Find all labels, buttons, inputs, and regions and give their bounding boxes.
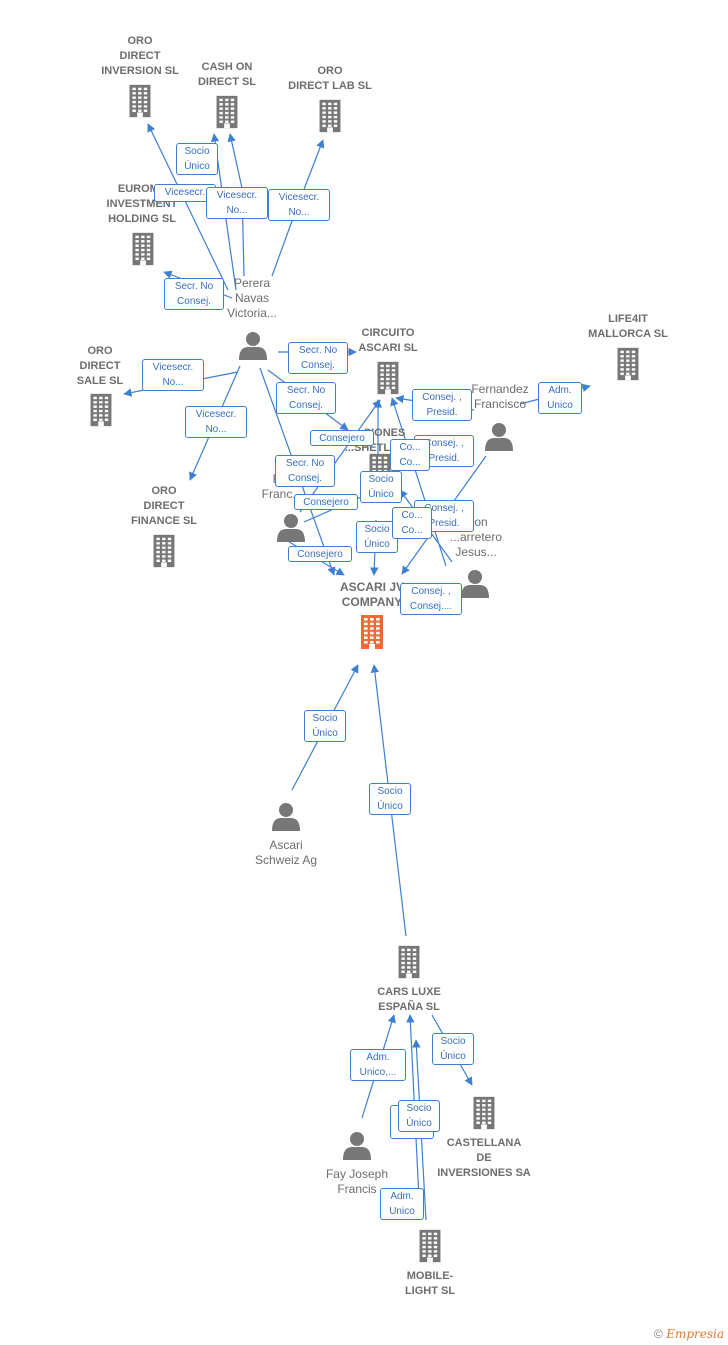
building-icon[interactable] — [90, 393, 112, 427]
node-label-life4it-mallorca[interactable]: LIFE4IT MALLORCA SL — [588, 313, 668, 340]
node-label-perera-navas[interactable]: Perera Navas Victoria... — [227, 276, 277, 320]
node-label-ascari-schweiz[interactable]: Ascari Schweiz Ag — [254, 838, 318, 867]
node-label-cars-luxe[interactable]: CARS LUXE ESPAÑA SL — [377, 986, 441, 1013]
edge-label-perera-navas-to-circuito-ascari[interactable]: Secr. No Consej. — [288, 342, 348, 374]
person-icon[interactable] — [277, 514, 305, 542]
node-label-cash-on-direct[interactable]: CASH ON DIRECT SL — [197, 61, 257, 88]
person-icon[interactable] — [239, 332, 267, 360]
person-icon[interactable] — [485, 423, 513, 451]
building-icon[interactable] — [419, 1229, 441, 1263]
node-layer — [90, 84, 639, 1263]
brand-logo-text[interactable]: Empresia — [666, 1327, 724, 1341]
edge-label-jon-garretero-to-ascari-jv[interactable]: Consej. , Consej.... — [400, 583, 462, 615]
copyright-symbol: © — [654, 1327, 663, 1341]
credit: © Empresia — [654, 1327, 724, 1341]
edge-label-perera-navas-to-cash-on-direct[interactable]: Vicesecr. No... — [206, 187, 268, 219]
building-icon[interactable] — [216, 95, 238, 129]
edge-label-perera-navas-to-inversiones-shetland[interactable]: Secr. No Consej. — [276, 382, 336, 414]
node-label-fay-joseph[interactable]: Fay Joseph Francis — [325, 1167, 389, 1196]
building-icon[interactable] — [129, 84, 151, 118]
edge-label-ascari-schweiz-to-ascari-jv[interactable]: Socio Único — [304, 710, 346, 742]
node-label-oro-direct-lab[interactable]: ORO DIRECT LAB SL — [288, 65, 372, 92]
edge-label-perera-navas-to-ascari-jv[interactable]: Secr. No Consej. — [275, 455, 335, 487]
edge-label-r-francisco-to-inversiones-shetland[interactable]: Consejero — [294, 494, 358, 510]
edge-label-perera-navas-to-oro-direct-finance[interactable]: Vicesecr. No... — [185, 406, 247, 438]
node-label-ascari-jv[interactable]: ASCARI JV COMPANY — [339, 580, 404, 609]
node-label-oro-direct-sale[interactable]: ORO DIRECT SALE SL — [76, 345, 124, 387]
edge-label-perera-navas-to-oro-direct-lab[interactable]: Vicesecr. No... — [268, 189, 330, 221]
building-icon[interactable] — [398, 945, 420, 979]
edge-line-perera_navas-to-oro_direct_inversion — [147, 123, 229, 291]
person-icon[interactable] — [343, 1132, 371, 1160]
edge-label-fernandez-francisco-to-life4it-mallorca[interactable]: Adm. Unico — [538, 382, 582, 414]
node-label-mobile-light[interactable]: MOBILE- LIGHT SL — [404, 1270, 456, 1297]
edge-label-cars-luxe-to-ascari-jv[interactable]: Socio Único — [369, 783, 411, 815]
building-icon[interactable] — [319, 99, 341, 133]
edge-label-perera-navas-to-cash-on-direct[interactable]: Socio Único — [176, 143, 218, 175]
edge-label-jon-garretero-to-circuito-ascari[interactable]: Co... Co... — [390, 439, 430, 471]
edge-label-jon-garretero-to-inversiones-shetland[interactable]: Co... Co... — [392, 507, 432, 539]
person-icon[interactable] — [272, 803, 300, 831]
building-icon[interactable] — [153, 534, 175, 568]
edge-label-inversiones-shetland-to-ascari-jv[interactable]: Socio Único — [356, 521, 398, 553]
node-label-oro-direct-finance[interactable]: ORO DIRECT FINANCE SL — [131, 485, 197, 527]
edge-label-fay-joseph-to-cars-luxe[interactable]: Adm. Unico,... — [350, 1049, 406, 1081]
person-icon[interactable] — [461, 570, 489, 598]
edge-label-perera-navas-to-oro-direct-sale[interactable]: Vicesecr. No... — [142, 359, 204, 391]
building-icon[interactable] — [361, 615, 383, 649]
edge-label-r-francisco-to-ascari-jv[interactable]: Consejero — [288, 546, 352, 562]
building-icon[interactable] — [617, 347, 639, 381]
node-label-oro-direct-inversion[interactable]: ORO DIRECT INVERSION SL — [101, 35, 179, 77]
node-label-castellana[interactable]: CASTELLANA DE INVERSIONES SA — [437, 1137, 531, 1179]
edge-label-r-francisco-to-circuito-ascari[interactable]: Consejero — [310, 430, 374, 446]
node-label-jon-garretero[interactable]: ...on ...arretero Jesus... — [449, 515, 503, 559]
building-icon[interactable] — [132, 232, 154, 266]
edge-label-perera-navas-to-eurome-investment[interactable]: Secr. No Consej. — [164, 278, 224, 310]
node-label-fernandez-francisco[interactable]: Fernandez Francisco — [471, 382, 529, 411]
edge-label-fernandez-francisco-to-circuito-ascari[interactable]: Consej. , Presid. — [412, 389, 472, 421]
edge-label-mobile-light-to-cars-luxe[interactable]: Adm. Unico — [380, 1188, 424, 1220]
node-label-circuito-ascari[interactable]: CIRCUITO ASCARI SL — [358, 327, 418, 354]
edge-label-cars-luxe-to-castellana[interactable]: Socio Único — [432, 1033, 474, 1065]
edge-label-inversiones-shetland-to-circuito-ascari[interactable]: Socio Único — [360, 471, 402, 503]
edge-line-jon_garretero-to-circuito_ascari — [390, 397, 447, 567]
building-icon[interactable] — [473, 1096, 495, 1130]
building-icon[interactable] — [377, 361, 399, 395]
edge-label-mobile-light-to-cars-luxe[interactable]: Socio Único — [398, 1100, 440, 1132]
edge-line-r_francisco-to-circuito_ascari — [299, 399, 381, 513]
